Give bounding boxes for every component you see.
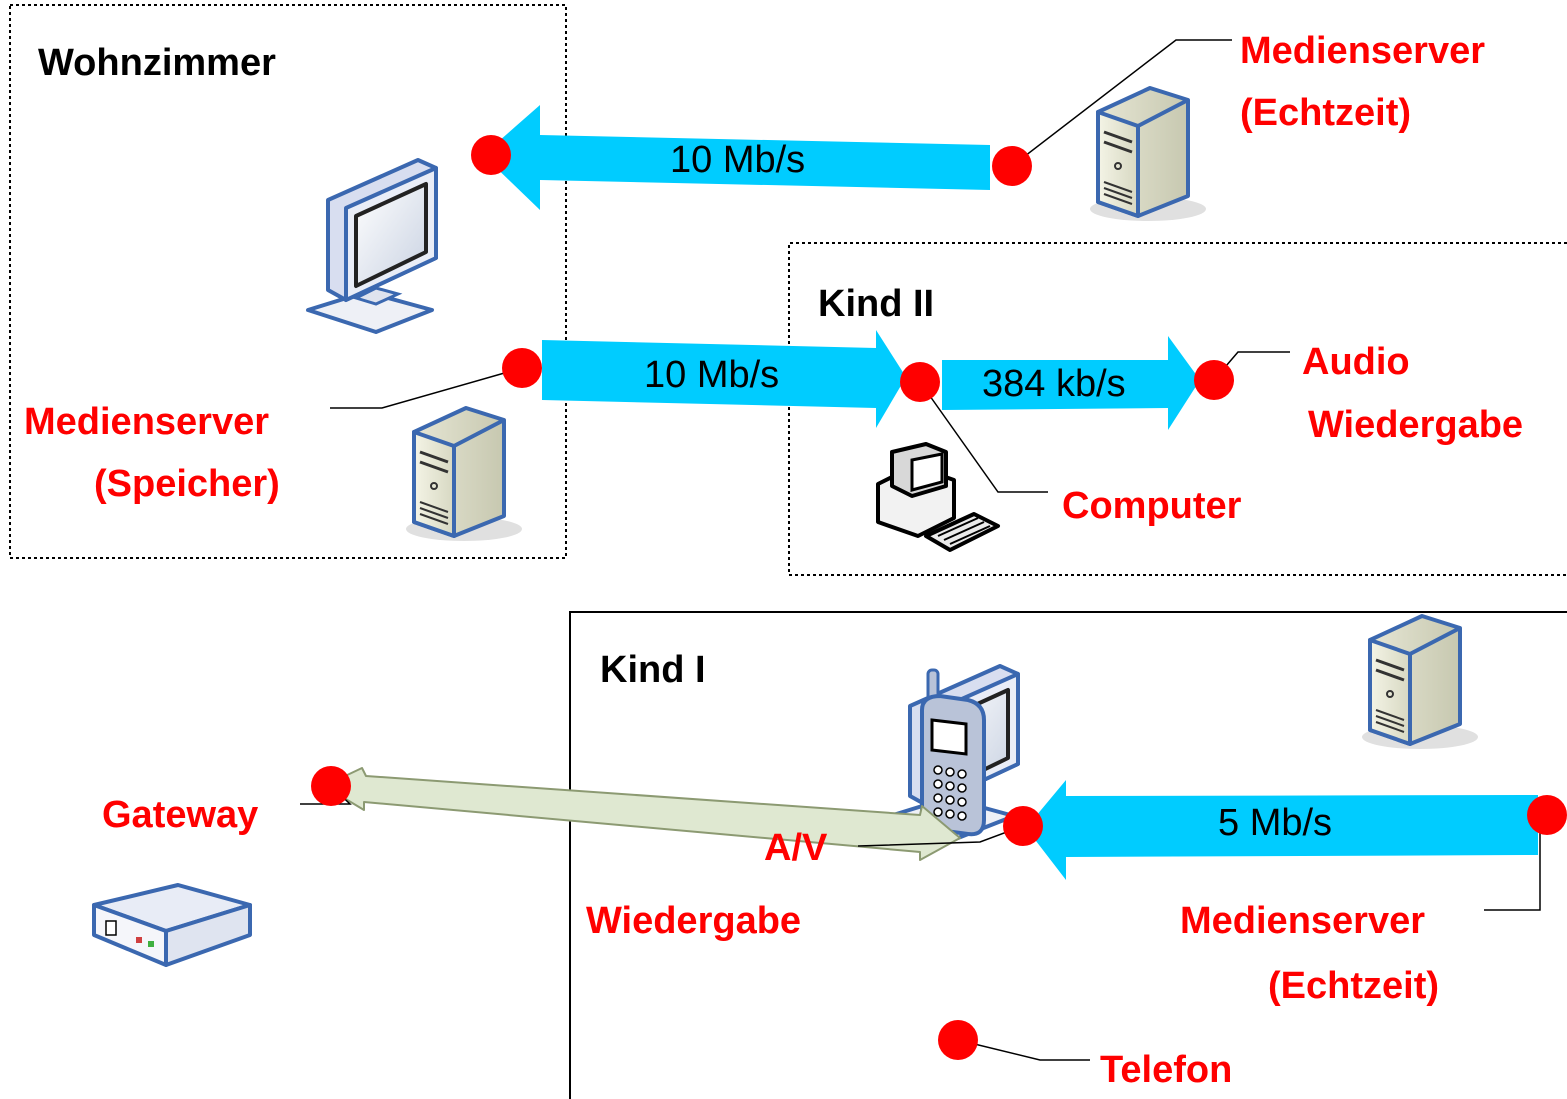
endpoint-dot[interactable] [1194, 360, 1234, 400]
label-audio-wiedergabe-2: Wiedergabe [1308, 404, 1523, 446]
stream-arrow-top [483, 105, 990, 210]
label-medienserver-echtzeit-top-2: (Echtzeit) [1240, 92, 1411, 134]
server-tower-icon [1360, 614, 1480, 751]
endpoint-dot[interactable] [471, 135, 511, 175]
endpoint-dot[interactable] [502, 348, 542, 388]
label-medienserver-echtzeit-bottom-2: (Echtzeit) [1268, 965, 1439, 1007]
label-medienserver-speicher: Medienserver [24, 401, 269, 443]
room-wohnzimmer-border [9, 4, 567, 559]
gateway-router-icon [92, 883, 252, 967]
stream-arrow-audio [942, 336, 1200, 430]
mobile-phone-icon [920, 668, 986, 837]
room-title-wohnzimmer: Wohnzimmer [38, 42, 276, 84]
label-audio-wiedergabe: Audio [1302, 341, 1410, 383]
endpoint-dot[interactable] [311, 766, 351, 806]
endpoint-dots [311, 135, 1567, 1060]
label-gateway: Gateway [102, 794, 258, 836]
label-av-wiedergabe-2: Wiedergabe [586, 900, 801, 942]
stream-arrow-middle [542, 330, 906, 428]
stream-rate-top: 10 Mb/s [670, 139, 805, 181]
server-tower-icon [1088, 86, 1208, 223]
label-medienserver-speicher-2: (Speicher) [94, 463, 280, 505]
endpoint-dot[interactable] [900, 362, 940, 402]
room-kind2-border [788, 242, 1567, 576]
endpoint-dot[interactable] [1527, 795, 1567, 835]
server-tower-icon [404, 406, 524, 543]
room-title-kind1: Kind I [600, 649, 706, 691]
endpoint-dot[interactable] [938, 1020, 978, 1060]
label-medienserver-echtzeit-top: Medienserver [1240, 30, 1485, 72]
monitor-icon [306, 158, 438, 334]
label-medienserver-echtzeit-bottom: Medienserver [1180, 900, 1425, 942]
room-kind1-border [569, 611, 1567, 1099]
label-computer: Computer [1062, 485, 1242, 527]
leader-lines [300, 39, 1541, 1061]
stream-rate-kind1: 5 Mb/s [1218, 802, 1332, 844]
endpoint-dot[interactable] [1003, 806, 1043, 846]
label-av-wiedergabe: A/V [764, 827, 828, 869]
endpoint-dot[interactable] [992, 146, 1032, 186]
room-title-kind2: Kind II [818, 283, 934, 325]
phone-link-arrow [323, 767, 961, 861]
stream-rate-middle: 10 Mb/s [644, 354, 779, 396]
stream-arrow-kind1 [1026, 780, 1538, 880]
label-telefon: Telefon [1100, 1049, 1232, 1091]
desktop-computer-icon [876, 442, 1000, 552]
stream-rate-audio: 384 kb/s [982, 363, 1126, 405]
